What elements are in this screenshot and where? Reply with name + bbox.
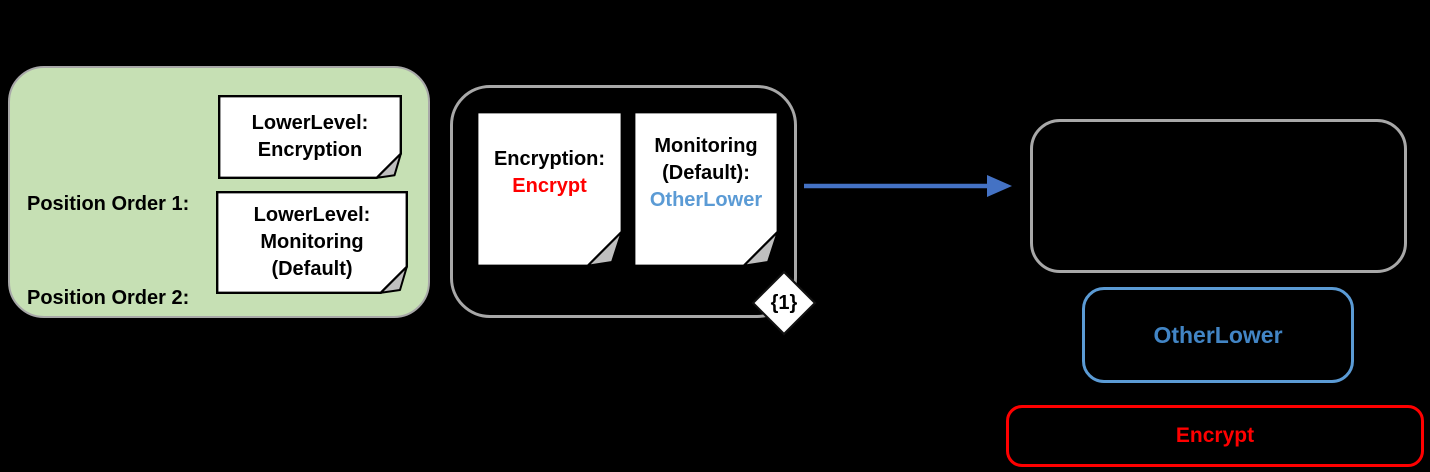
position-order-2-label: Position Order 2: [27, 287, 190, 309]
note-line-otherlower: OtherLower [649, 188, 763, 211]
config-group-panel [450, 85, 797, 318]
multiplicity-badge-label: {1} [770, 291, 798, 314]
otherlower-box: OtherLower [1082, 287, 1354, 383]
note-fold-corner [375, 152, 402, 179]
folded-note-icon [216, 191, 408, 294]
flow-arrow-svg [804, 175, 1012, 197]
note-line-encrypt: Encrypt [512, 175, 587, 197]
encrypt-box: Encrypt [1006, 405, 1424, 467]
note-line: Encryption: [493, 148, 606, 170]
otherlower-label: OtherLower [1153, 321, 1283, 348]
multiplicity-badge: {1} [751, 270, 817, 336]
note-line: LowerLevel: [253, 204, 371, 226]
result-placeholder-panel [1030, 119, 1407, 273]
folded-note-icon [218, 95, 402, 179]
note-lowerlevel-encryption: LowerLevel: Encryption [218, 95, 402, 179]
folded-note-icon [633, 111, 779, 267]
note-lowerlevel-monitoring-default: LowerLevel: Monitoring (Default) [216, 191, 408, 294]
encrypt-label: Encrypt [1175, 424, 1255, 447]
note-line: Monitoring [654, 134, 758, 157]
note-fold-corner [742, 230, 779, 267]
note-line: (Default): [662, 161, 750, 184]
position-order-1-label: Position Order 1: [27, 193, 190, 215]
note-line: Monitoring [260, 231, 364, 253]
note-line: Encryption [257, 139, 363, 161]
flow-arrow-icon [800, 169, 1015, 203]
note-encryption-encrypt: Encryption: Encrypt [476, 111, 623, 267]
diamond-icon [751, 270, 817, 336]
folded-note-icon [476, 111, 623, 267]
note-line: (Default) [271, 258, 353, 280]
note-fold-corner [379, 265, 408, 294]
note-monitoring-otherlower: Monitoring (Default): OtherLower [633, 111, 779, 267]
note-line: LowerLevel: [251, 112, 369, 134]
note-fold-corner [586, 230, 623, 267]
